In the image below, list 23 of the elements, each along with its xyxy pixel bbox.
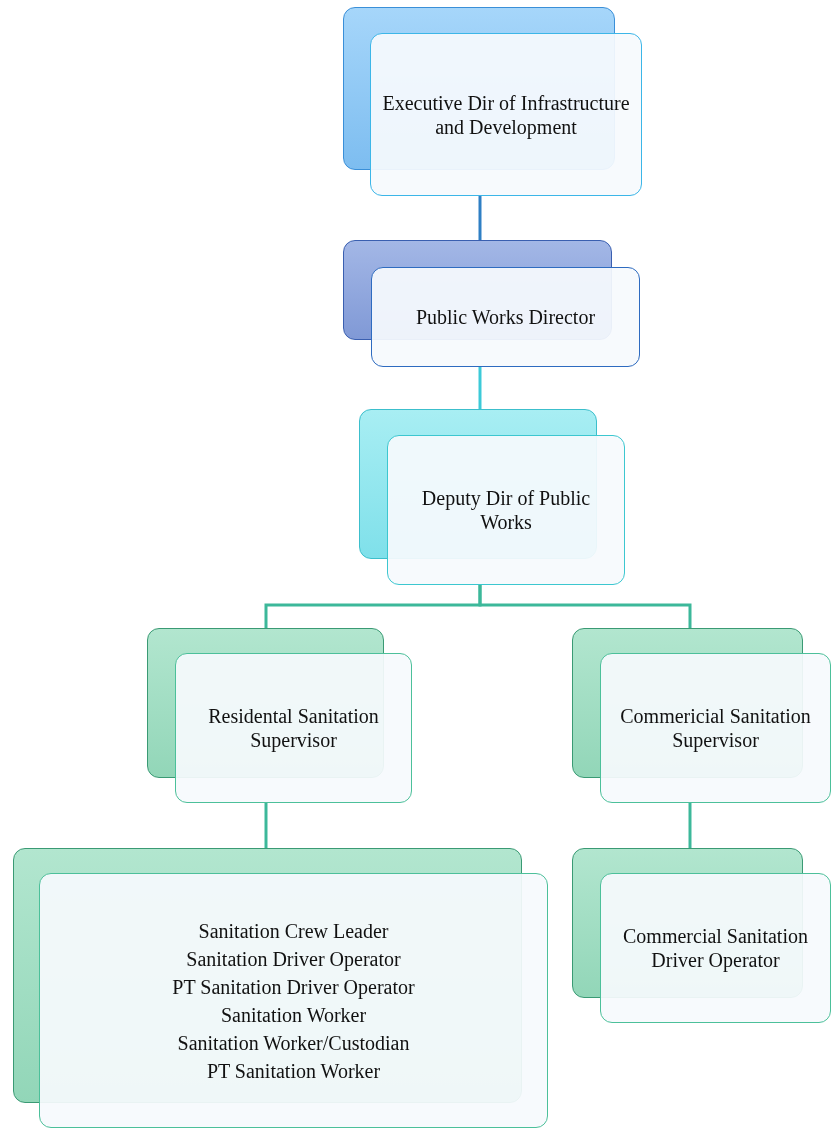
connector-line	[478, 196, 482, 240]
position-title: Commericial Sanitation Supervisor	[619, 704, 812, 752]
org-card	[343, 240, 640, 367]
org-card	[572, 848, 831, 1023]
connector-line	[478, 585, 692, 628]
position-title: Executive Dir of Infrastructure and Development	[381, 90, 631, 139]
position-title: Commercial Sanitation Driver Operator	[622, 924, 809, 972]
org-card	[343, 7, 642, 196]
position-title: PT Sanitation Worker	[206, 1058, 381, 1083]
position-title: Sanitation Worker	[220, 1002, 367, 1027]
position-title: Sanitation Driver Operator	[186, 946, 401, 971]
connector-line	[264, 803, 268, 848]
position-title: Public Works Director	[415, 305, 596, 329]
position-title: Deputy Dir of Public Works	[420, 486, 592, 534]
connector-line	[688, 803, 692, 848]
position-title: Sanitation Worker/Custodian	[177, 1030, 410, 1055]
org-card	[359, 409, 625, 585]
org-card	[572, 628, 831, 803]
org-card	[147, 628, 412, 803]
position-title: Residental Sanitation Supervisor	[207, 704, 380, 752]
position-title: PT Sanitation Driver Operator	[172, 974, 415, 999]
connector-line	[478, 367, 482, 409]
position-title: Sanitation Crew Leader	[198, 918, 389, 943]
